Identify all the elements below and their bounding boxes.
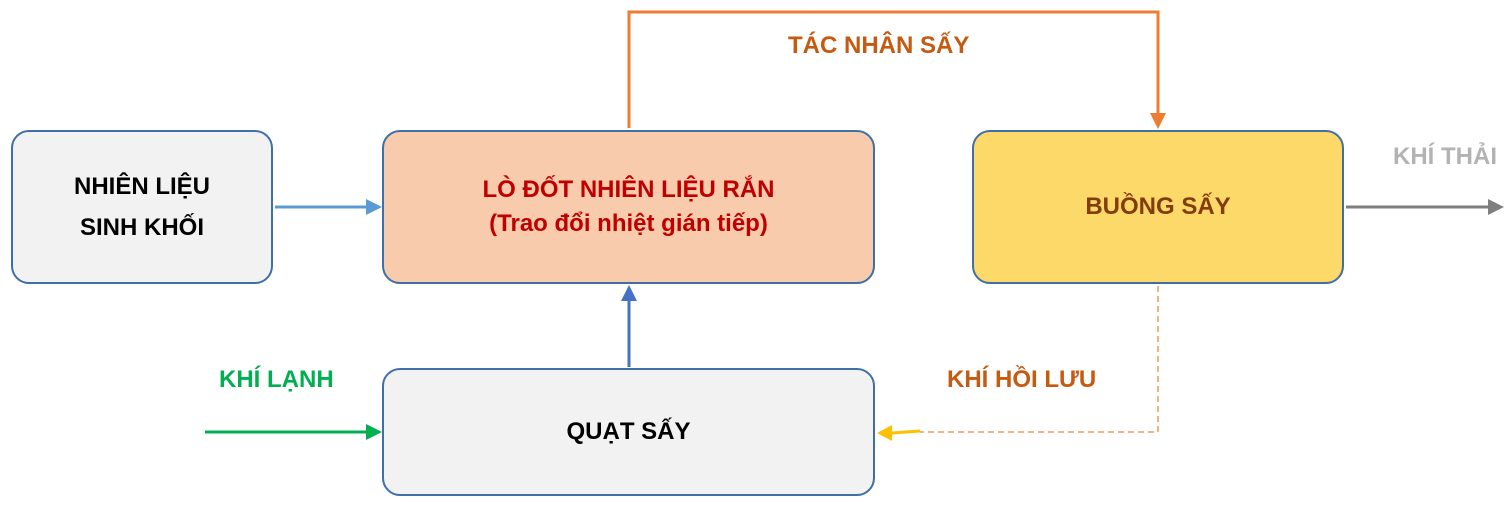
cold-air-label: KHÍ LẠNH [219, 366, 334, 393]
arrow-cold-air [205, 424, 382, 440]
arrow-fan-to-furnace [621, 285, 637, 367]
drying-chamber-box: BUỒNG SẤY [972, 130, 1344, 284]
solid-fuel-furnace-box: LÒ ĐỐT NHIÊN LIỆU RẮN (Trao đổi nhiệt gi… [382, 130, 875, 284]
drying-chamber-label: BUỒNG SẤY [1085, 193, 1231, 220]
biomass-fuel-line2: SINH KHỐI [79, 214, 204, 241]
arrow-recirculation [877, 286, 1159, 441]
drying-fan-box: QUẠT SẤY [382, 368, 875, 496]
drying-agent-label: TÁC NHÂN SẤY [788, 32, 970, 59]
arrow-exhaust [1346, 199, 1504, 215]
biomass-fuel-box: NHIÊN LIỆU SINH KHỐI [11, 130, 273, 284]
arrow-fuel-to-furnace [275, 199, 382, 215]
biomass-fuel-line1: NHIÊN LIỆU [73, 173, 210, 200]
furnace-subtitle: (Trao đổi nhiệt gián tiếp) [489, 210, 768, 237]
drying-fan-label: QUẠT SẤY [566, 418, 691, 445]
furnace-title: LÒ ĐỐT NHIÊN LIỆU RẮN [482, 176, 775, 203]
arrow-drying-agent [627, 10, 1166, 129]
recirculated-air-label: KHÍ HỒI LƯU [947, 366, 1097, 393]
exhaust-label: KHÍ THẢI [1393, 143, 1497, 170]
